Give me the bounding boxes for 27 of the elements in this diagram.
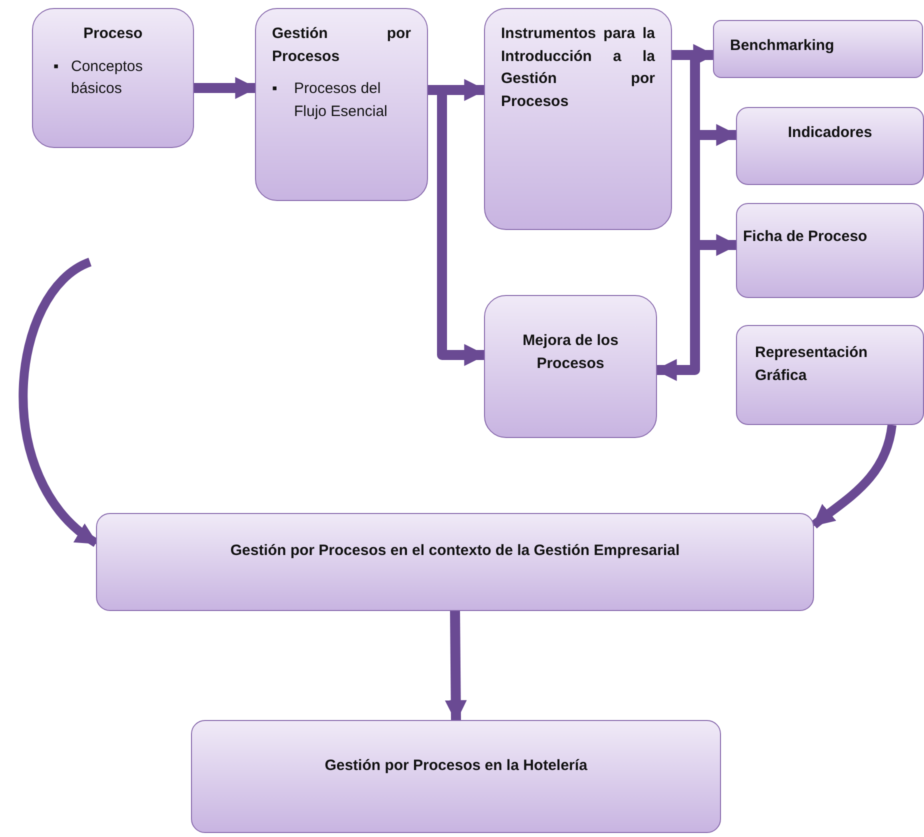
process-box [736,107,924,185]
arrow [811,424,896,529]
bullet-item: Procesos del Flujo Esencial [294,79,388,122]
process-box [32,8,194,148]
bullet-item: Conceptos básicos [71,56,144,99]
process-box [736,203,924,298]
box-title: Indicadores [786,123,874,143]
process-box [484,8,672,230]
box-title: Mejora de los Procesos [522,331,620,374]
arrow [194,77,258,99]
box-title: Benchmarking [730,36,836,56]
process-box [484,295,657,438]
arrow [444,610,467,722]
process-box [96,513,814,611]
box-title: Representación Gráfica [755,343,869,386]
process-box [191,720,721,833]
process-box [713,20,923,78]
box-title: Ficha de Proceso [743,227,868,247]
box-title: Gestión por Procesos en el contexto de la Gestión Empresarial [229,541,681,561]
box-title: Instrumentos para la Introducción a la Gestión por Procesos [501,24,655,112]
box-title: Proceso [82,24,144,44]
process-box [736,325,924,425]
process-box [255,8,428,201]
bullet: ▪ [272,79,278,99]
box-title: Gestión por Procesos [272,24,411,66]
box-title: Gestión por Procesos en la Hotelería [324,756,588,776]
bullet: ▪ [52,56,60,76]
